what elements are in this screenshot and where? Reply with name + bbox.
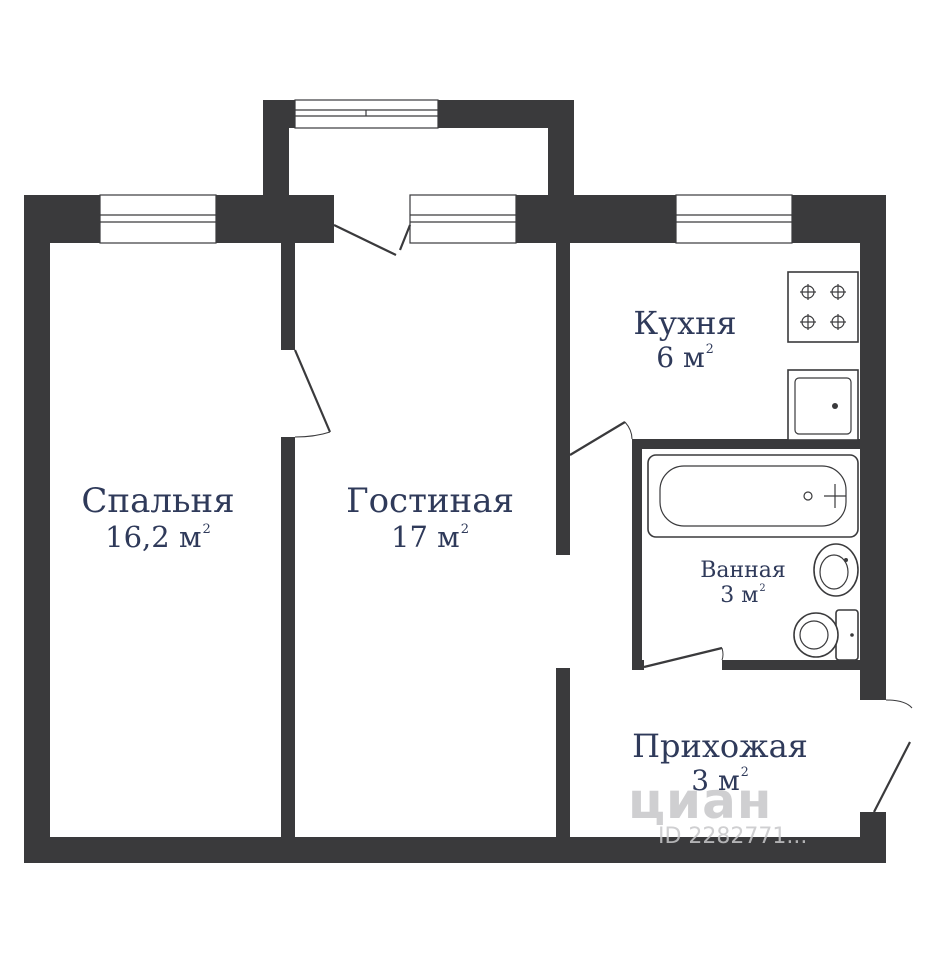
room-label-bedroom: Спальня 16,2 м2 <box>78 481 238 555</box>
room-name: Прихожая <box>632 727 808 765</box>
watermark: циан ID 2282771... <box>628 776 807 848</box>
room-name: Гостиная <box>346 481 514 521</box>
watermark-brand: циан <box>628 772 773 830</box>
outer-walls <box>24 100 886 863</box>
room-name: Спальня <box>81 481 235 521</box>
room-area: 3 м2 <box>691 763 749 797</box>
room-area: 3 м2 <box>720 583 766 609</box>
interior-walls <box>281 243 860 837</box>
washbasin-icon <box>813 543 859 597</box>
room-label-kitchen: Кухня 6 м2 <box>620 305 750 374</box>
toilet-icon <box>793 609 859 661</box>
watermark-id: ID 2282771... <box>658 824 808 849</box>
room-area: 17 м2 <box>391 520 469 555</box>
room-label-bathroom: Ванная 3 м2 <box>688 558 798 609</box>
room-area: 16,2 м2 <box>105 520 211 555</box>
windows <box>99 99 793 244</box>
bathtub-icon <box>647 454 859 538</box>
stove-icon <box>787 271 859 343</box>
room-label-living: Гостиная 17 м2 <box>345 481 515 555</box>
room-name: Кухня <box>633 304 737 342</box>
room-name: Ванная <box>700 558 786 583</box>
doors <box>293 224 913 813</box>
room-area: 6 м2 <box>656 340 714 374</box>
kitchen-sink-icon <box>787 369 859 441</box>
room-label-hallway: Прихожая 3 м2 <box>620 728 820 797</box>
